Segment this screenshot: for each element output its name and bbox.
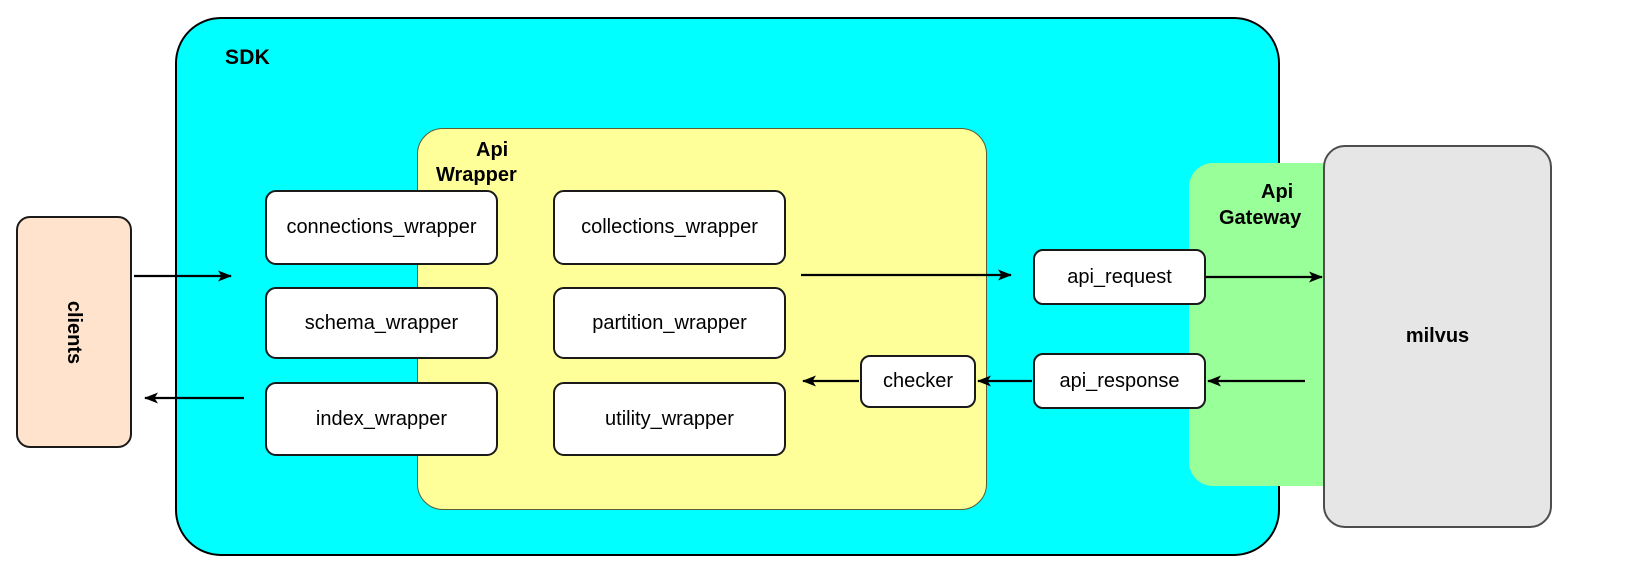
- node-label: collections_wrapper: [581, 216, 758, 238]
- node-connections-wrapper[interactable]: connections_wrapper: [265, 190, 498, 265]
- api-wrapper-label: Api Wrapper: [436, 138, 566, 189]
- node-clients[interactable]: clients: [16, 216, 132, 448]
- node-label: schema_wrapper: [304, 311, 459, 334]
- api-gateway-label-line2: Gateway: [1219, 207, 1302, 229]
- node-api-request[interactable]: api_request: [1033, 249, 1206, 305]
- node-label: api_response: [1059, 369, 1180, 392]
- node-label: index_wrapper: [315, 407, 448, 430]
- node-api-response[interactable]: api_response: [1033, 353, 1206, 409]
- node-label: partition_wrapper: [592, 311, 747, 334]
- api-gateway-label-line1: Api: [1261, 181, 1294, 203]
- node-collections-wrapper[interactable]: collections_wrapper: [553, 190, 786, 265]
- node-partition-wrapper[interactable]: partition_wrapper: [553, 287, 786, 359]
- node-label: api_request: [1067, 265, 1172, 288]
- node-label: connections_wrapper: [286, 216, 477, 238]
- clients-label: clients: [63, 300, 86, 364]
- node-checker[interactable]: checker: [860, 355, 976, 408]
- api-wrapper-label-line1: Api: [476, 139, 509, 161]
- sdk-label: SDK: [225, 46, 270, 69]
- api-wrapper-label-line2: Wrapper: [436, 164, 517, 187]
- node-milvus[interactable]: milvus: [1323, 145, 1552, 528]
- node-label: checker: [882, 370, 954, 392]
- api-gateway-label: Api Gateway: [1219, 179, 1349, 231]
- node-utility-wrapper[interactable]: utility_wrapper: [553, 382, 786, 456]
- milvus-label: milvus: [1405, 325, 1470, 347]
- node-label: utility_wrapper: [605, 407, 734, 430]
- node-index-wrapper[interactable]: index_wrapper: [265, 382, 498, 456]
- node-schema-wrapper[interactable]: schema_wrapper: [265, 287, 498, 359]
